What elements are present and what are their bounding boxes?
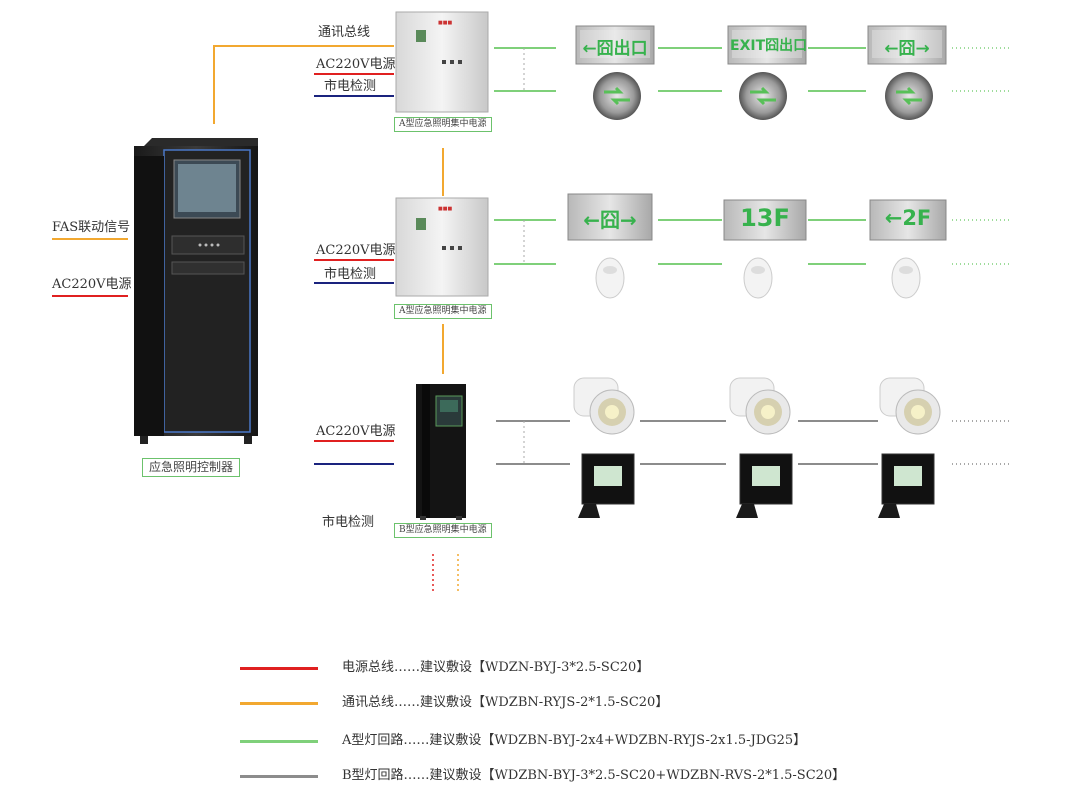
row2-light-2 (743, 257, 773, 299)
row3-box-label: B型应急照明集中电源 (394, 523, 492, 538)
row1-disc-1 (593, 72, 641, 120)
row2-light-1 (595, 257, 625, 299)
row3-ac-label: AC220V电源 (316, 424, 396, 439)
row3-b-power-cabinet (416, 384, 466, 520)
row2-sign-3-text: ←2F (884, 206, 932, 230)
controller-label: 应急照明控制器 (142, 458, 241, 477)
legend-b-loop-text: B型灯回路……建议敷设【WDZBN-BYJ-3*2.5-SC20+WDZBN-R… (342, 768, 846, 783)
row2-continuation (952, 219, 1012, 265)
row1-sign-3-text: ←囧→ (884, 39, 930, 59)
row1-continuation (952, 47, 1012, 92)
row1-disc-2 (739, 72, 787, 120)
row3-mains-label: 市电检测 (322, 515, 375, 530)
row2-ac-label: AC220V电源 (316, 243, 396, 258)
row1-sign-2-text: EXIT囧出口 (730, 38, 808, 54)
row2-box-label: A型应急照明集中电源 (394, 304, 492, 319)
svg-text:■■■: ■■■ (438, 206, 452, 212)
row3-floodlight-3 (878, 453, 935, 518)
row2-sign-3 (869, 199, 947, 241)
fas-signal-label: FAS联动信号 (52, 220, 131, 235)
row1-ac-label: AC220V电源 (316, 57, 396, 72)
comm-bus-line (213, 45, 394, 124)
row3-downlight-1 (573, 377, 635, 435)
row2-loops (494, 219, 866, 265)
row3-floodlight-1 (578, 453, 635, 518)
row3-downlight-3 (879, 377, 941, 435)
legend-power-line (240, 667, 318, 670)
row1-sign-2 (727, 25, 807, 65)
row1-sign-1 (575, 25, 655, 65)
row2-light-3 (891, 257, 921, 299)
row2-sign-2-text: 13F (740, 204, 790, 232)
row1-box-label: A型应急照明集中电源 (394, 117, 492, 132)
row1-mains-label: 市电检测 (324, 79, 377, 94)
legend-b-loop-line (240, 775, 318, 778)
row2-mains-label: 市电检测 (324, 267, 377, 282)
svg-text:■■■: ■■■ (438, 20, 452, 26)
legend-a-loop-text: A型灯回路……建议敷设【WDZBN-BYJ-2x4+WDZBN-RYJS-2x1… (342, 733, 807, 748)
row2-sign-1 (567, 193, 653, 241)
row2-a-power-box: ■■■ (395, 197, 489, 297)
comm-bus-label: 通讯总线 (318, 25, 371, 40)
row3-continuation (952, 420, 1012, 465)
controller-cabinet (134, 138, 258, 444)
row2-sign-1-text: ←囧→ (583, 208, 637, 232)
legend-a-loop-line (240, 740, 318, 743)
row1-loops (494, 47, 866, 92)
legend-comm-line (240, 702, 318, 705)
row3-downlight-2 (729, 377, 791, 435)
row2-sign-2 (723, 199, 807, 241)
row1-sign-3 (867, 25, 947, 65)
row1-sign-1-text: ←囧出口 (582, 39, 648, 59)
row1-disc-3 (885, 72, 933, 120)
legend-power-text: 电源总线……建议敷设【WDZN-BYJ-3*2.5-SC20】 (342, 660, 650, 675)
row3-floodlight-2 (736, 453, 793, 518)
controller-ac-label: AC220V电源 (52, 277, 132, 292)
row1-a-power-box: ■■■ (395, 11, 489, 113)
row3-loops (496, 420, 878, 465)
legend-comm-text: 通讯总线……建议敷设【WDZBN-RYJS-2*1.5-SC20】 (342, 695, 669, 710)
